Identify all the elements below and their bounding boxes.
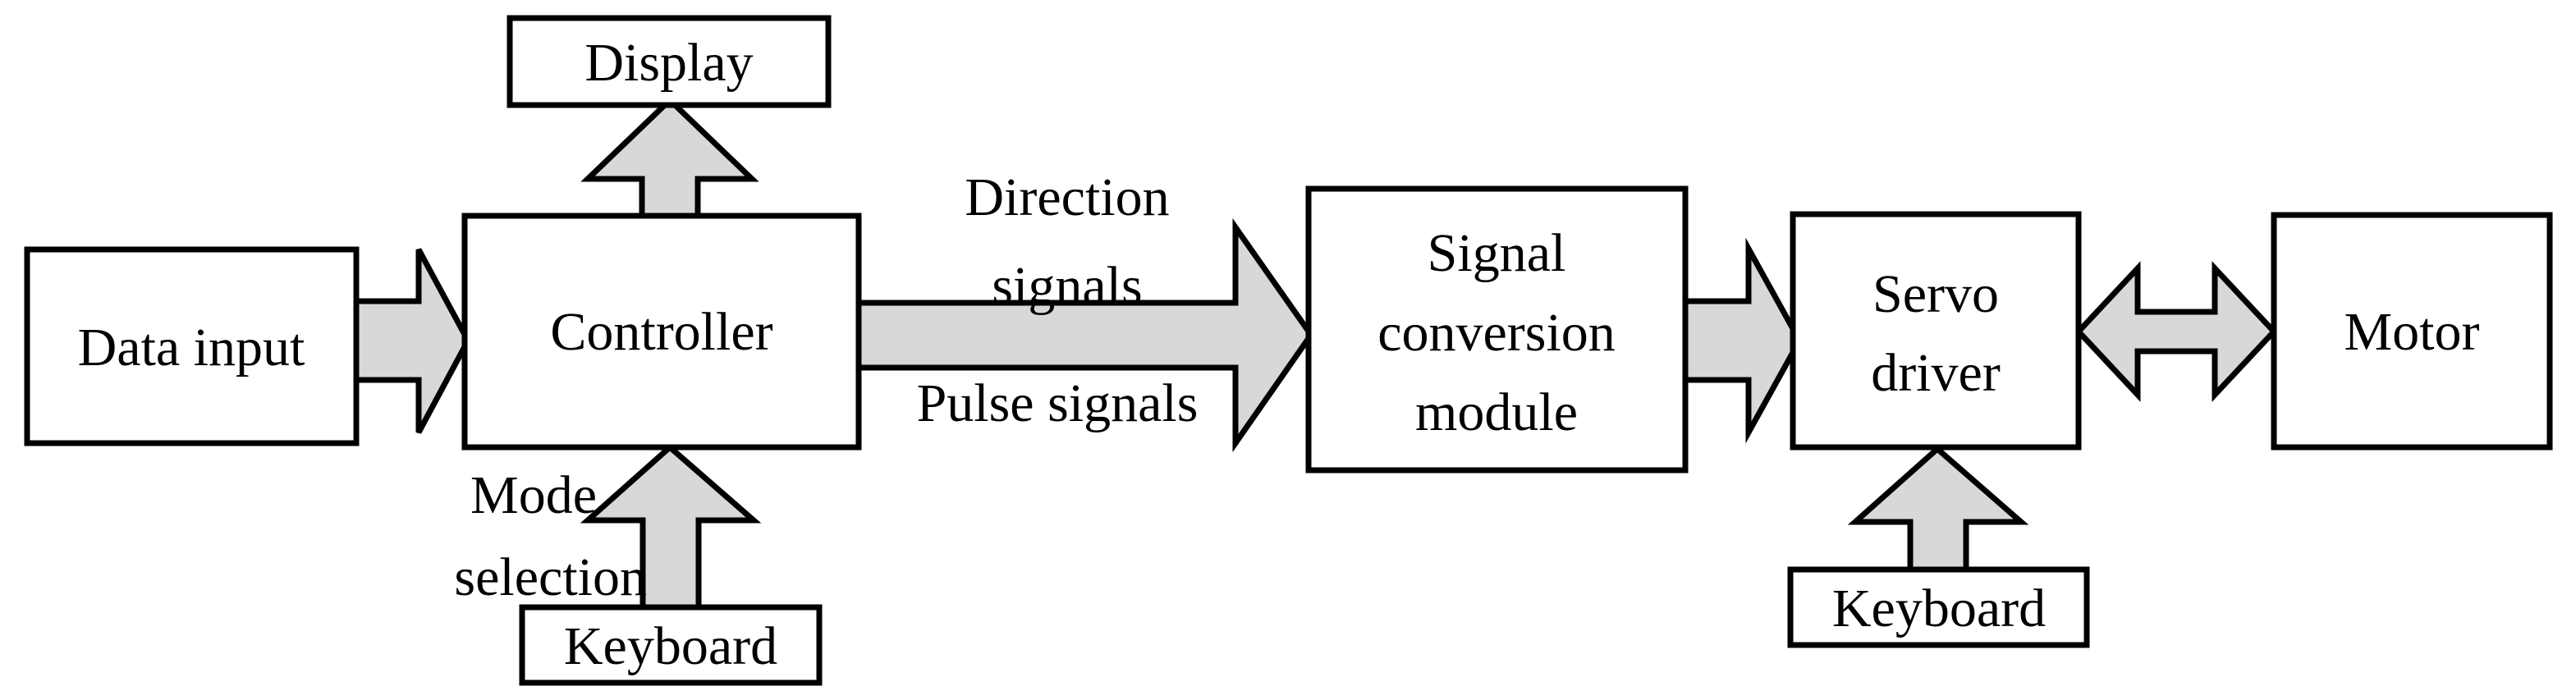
edge-controller-to-signal-conversion bbox=[855, 217, 1315, 453]
arrow-right-controller-to-signal-conversion bbox=[855, 217, 1315, 453]
arrow-bidirectional-servo-to-motor bbox=[2074, 261, 2278, 402]
keyboard-left-box[interactable] bbox=[519, 604, 823, 686]
node-signal-conversion[interactable]: Signal conversion module bbox=[1305, 185, 1689, 474]
keyboard-right-box[interactable] bbox=[1787, 566, 2090, 648]
motor-box[interactable] bbox=[2271, 212, 2553, 451]
node-display[interactable]: Display bbox=[506, 15, 832, 108]
direction-signals-line1: Direction bbox=[965, 167, 1169, 227]
servo-driver-label-line1: Servo bbox=[1872, 264, 1999, 324]
node-servo-driver[interactable]: Servo driver bbox=[1790, 211, 2082, 451]
signal-conversion-label-line3: module bbox=[1415, 382, 1578, 442]
servo-driver-box[interactable] bbox=[1790, 211, 2082, 451]
mode-selection-line1: Mode bbox=[470, 465, 597, 525]
edge-data-input-to-controller bbox=[353, 248, 471, 434]
data-input-label: Data input bbox=[78, 318, 305, 377]
display-box[interactable] bbox=[506, 15, 832, 108]
signal-conversion-box[interactable] bbox=[1305, 185, 1689, 474]
edge-label-mode-selection: Mode selection bbox=[454, 465, 647, 607]
arrow-up-controller-to-display bbox=[580, 96, 759, 223]
node-data-input[interactable]: Data input bbox=[24, 246, 360, 446]
edge-label-direction-signals: Direction signals bbox=[965, 167, 1169, 316]
servo-driver-label-line2: driver bbox=[1871, 343, 2001, 403]
pulse-signals-label: Pulse signals bbox=[917, 373, 1199, 433]
node-keyboard-left[interactable]: Keyboard bbox=[519, 604, 823, 686]
signal-conversion-label-line1: Signal bbox=[1428, 223, 1566, 283]
edge-controller-to-display bbox=[580, 96, 759, 223]
arrow-up-keyboard-right-to-servo bbox=[1847, 445, 2029, 575]
arrow-right-signal-conversion-to-servo bbox=[1682, 237, 1804, 444]
edge-signal-conversion-to-servo bbox=[1682, 237, 1804, 444]
motor-label: Motor bbox=[2345, 302, 2480, 362]
direction-signals-line2: signals bbox=[992, 256, 1142, 316]
edge-keyboard-right-to-servo bbox=[1847, 445, 2029, 575]
data-input-box[interactable] bbox=[24, 246, 360, 446]
controller-label: Controller bbox=[550, 302, 772, 362]
edge-label-pulse-signals: Pulse signals bbox=[917, 373, 1199, 433]
node-controller[interactable]: Controller bbox=[461, 213, 862, 451]
keyboard-left-label: Keyboard bbox=[564, 616, 777, 676]
keyboard-right-label: Keyboard bbox=[1832, 579, 2046, 638]
mode-selection-line2: selection bbox=[454, 547, 647, 607]
arrow-data-input-to-controller-shape bbox=[353, 248, 471, 434]
node-motor[interactable]: Motor bbox=[2271, 212, 2553, 451]
display-label: Display bbox=[584, 33, 753, 93]
signal-conversion-label-line2: conversion bbox=[1377, 303, 1616, 363]
edge-servo-to-motor bbox=[2074, 261, 2278, 402]
controller-box[interactable] bbox=[461, 213, 862, 451]
node-keyboard-right[interactable]: Keyboard bbox=[1787, 566, 2090, 648]
